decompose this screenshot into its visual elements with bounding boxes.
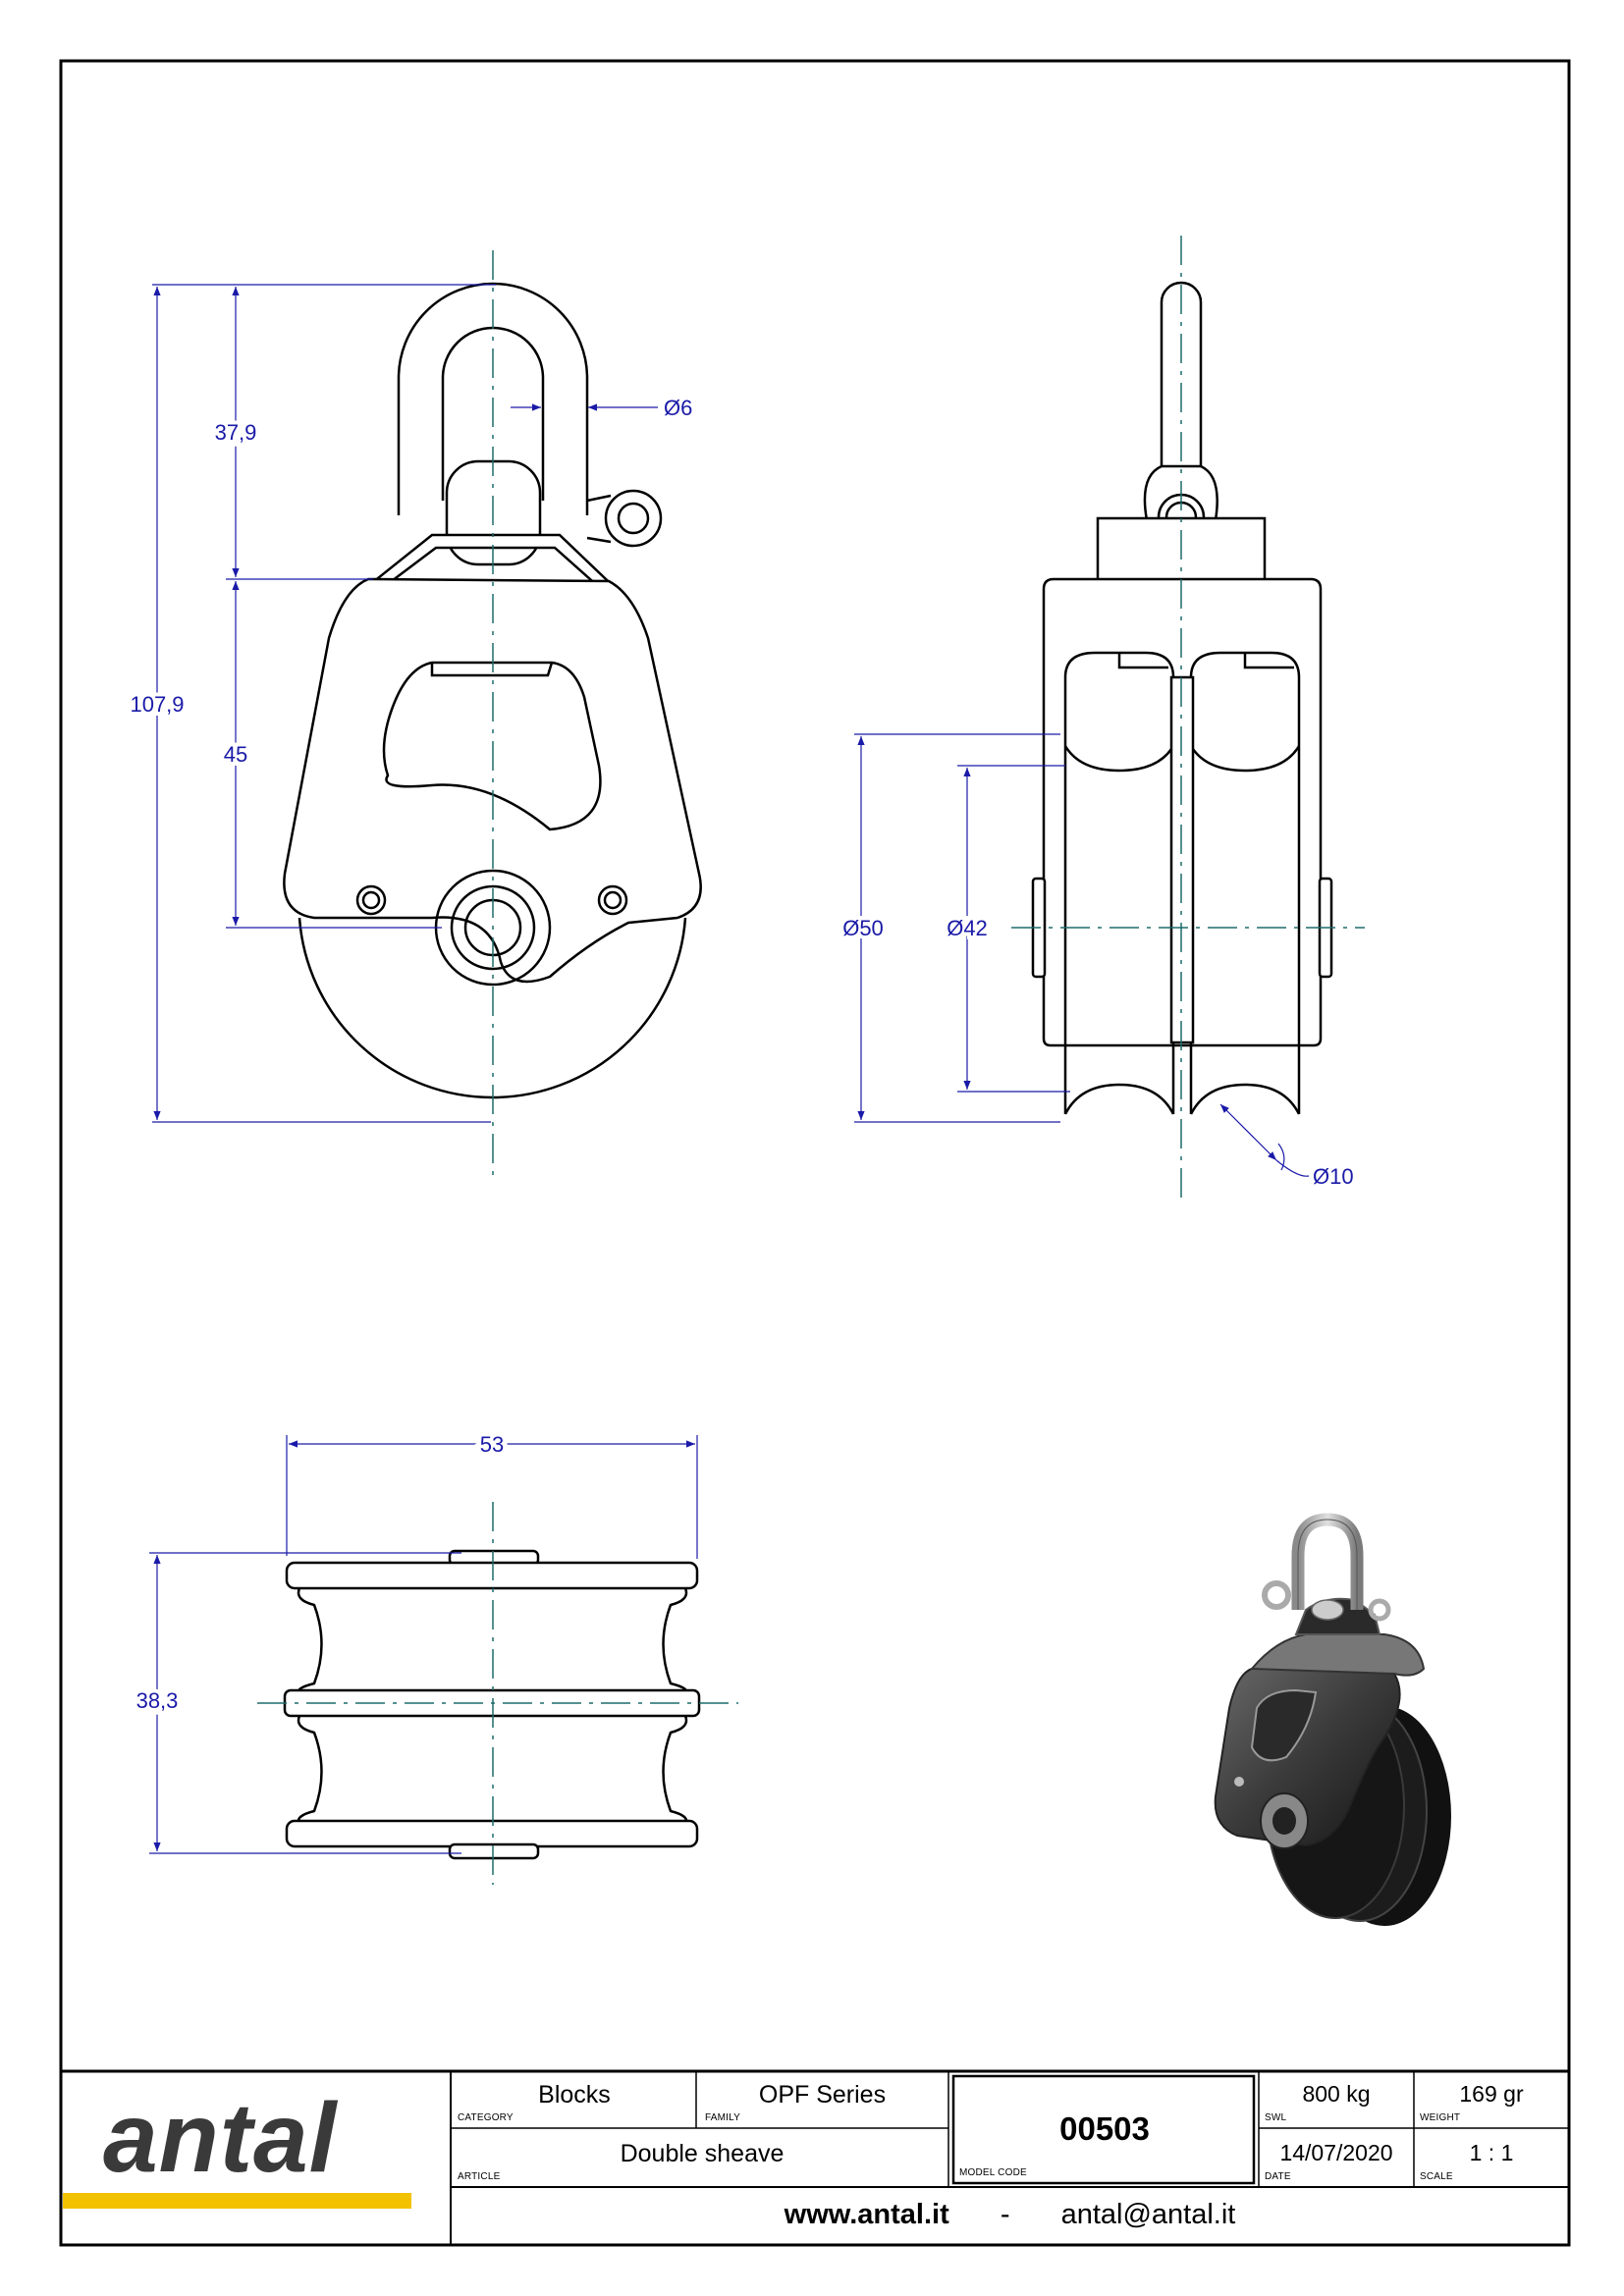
brand-logo: antal — [103, 2083, 338, 2193]
model-code-caption: MODEL CODE — [959, 2167, 1027, 2178]
dim-thickness: 38,3 — [136, 1688, 179, 1713]
dim-shackle-height: 37,9 — [215, 420, 257, 445]
front-dimensions — [152, 284, 658, 1123]
article-caption: ARTICLE — [458, 2171, 501, 2182]
dim-sheave-outer-diameter: Ø50 — [842, 916, 884, 940]
category-value: Blocks — [538, 2081, 611, 2109]
scale-value: 1 : 1 — [1469, 2140, 1514, 2165]
sheet-border — [59, 59, 1571, 2247]
swl-caption: SWL — [1265, 2112, 1287, 2123]
dim-overall-height: 107,9 — [130, 692, 184, 717]
dim-body-height: 45 — [224, 742, 247, 767]
contact-line: www.antal.it - antal@antal.it — [451, 2199, 1569, 2231]
scale-caption: SCALE — [1420, 2171, 1453, 2182]
top-view — [283, 1549, 701, 1860]
category-caption: CATEGORY — [458, 2112, 514, 2123]
dim-total-width: 53 — [480, 1432, 504, 1457]
family-caption: FAMILY — [705, 2112, 741, 2123]
block-3d-render — [1214, 1513, 1451, 1926]
model-code-value: 00503 — [1059, 2110, 1150, 2147]
logo-underline-bar — [63, 2193, 411, 2209]
dim-sheave-groove-diameter: Ø42 — [947, 916, 988, 940]
weight-caption: WEIGHT — [1420, 2112, 1461, 2123]
email-link[interactable]: antal@antal.it — [1060, 2199, 1236, 2230]
top-dimensions — [149, 1435, 698, 1854]
website-link[interactable]: www.antal.it — [784, 2199, 949, 2230]
weight-value: 169 gr — [1459, 2081, 1524, 2107]
date-caption: DATE — [1265, 2171, 1291, 2182]
side-view — [1031, 281, 1333, 1115]
dim-pin-diameter: Ø6 — [664, 396, 692, 420]
article-value: Double sheave — [620, 2140, 785, 2167]
contact-separator: - — [1000, 2199, 1010, 2230]
date-value: 14/07/2020 — [1279, 2140, 1393, 2165]
dim-rope-diameter: Ø10 — [1313, 1164, 1354, 1189]
swl-value: 800 kg — [1302, 2081, 1371, 2107]
family-value: OPF Series — [758, 2081, 887, 2109]
side-dimensions — [854, 733, 1310, 1177]
title-block-grid — [61, 2069, 1569, 2245]
